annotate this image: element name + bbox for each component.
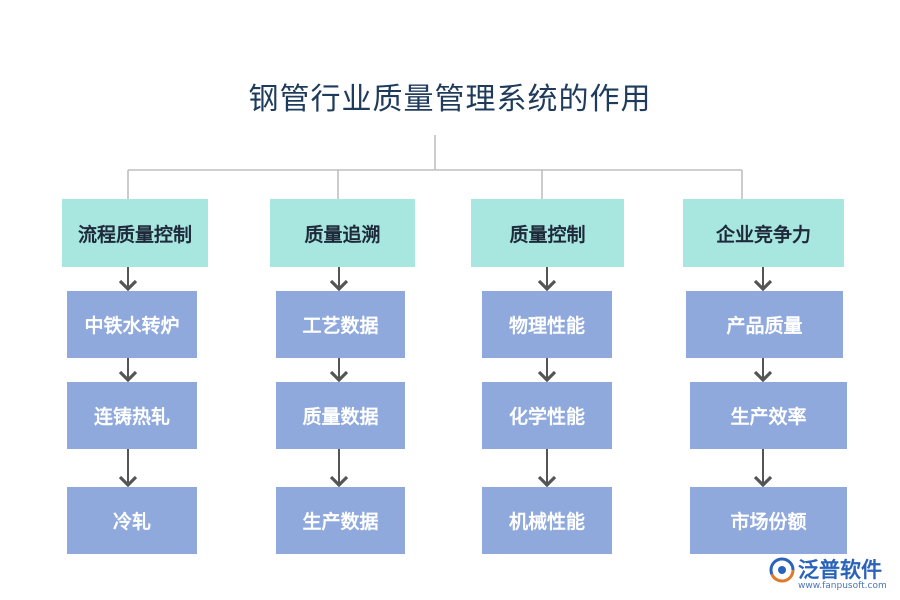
item-box-continuous-casting-hot-rolling: 连铸热轧 [67,382,197,449]
diagram-title: 钢管行业质量管理系统的作用 [248,82,652,117]
item-box-market-share: 市场份额 [690,487,847,554]
logo-url: www.fanpusoft.com [798,581,887,591]
item-box-product-quality: 产品质量 [686,291,843,358]
category-box-quality-control: 质量控制 [471,199,624,267]
company-logo: 泛普软件 www.fanpusoft.com [768,554,893,594]
item-box-cold-rolling: 冷轧 [67,487,197,554]
item-box-mechanical-properties: 机械性能 [482,487,612,554]
item-box-hot-metal-converter: 中铁水转炉 [67,291,197,358]
item-box-chemical-properties: 化学性能 [482,382,612,449]
item-box-production-data: 生产数据 [276,487,405,554]
logo-name: 泛普软件 [798,558,882,582]
item-box-process-data: 工艺数据 [276,291,405,358]
logo-mark-icon [769,557,795,583]
item-box-physical-properties: 物理性能 [482,291,612,358]
item-box-production-efficiency: 生产效率 [690,382,847,449]
category-box-quality-traceability: 质量追溯 [270,199,415,267]
item-box-quality-data: 质量数据 [276,382,405,449]
category-box-enterprise-competitiveness: 企业竞争力 [683,199,844,267]
category-box-process-quality-control: 流程质量控制 [62,199,208,267]
